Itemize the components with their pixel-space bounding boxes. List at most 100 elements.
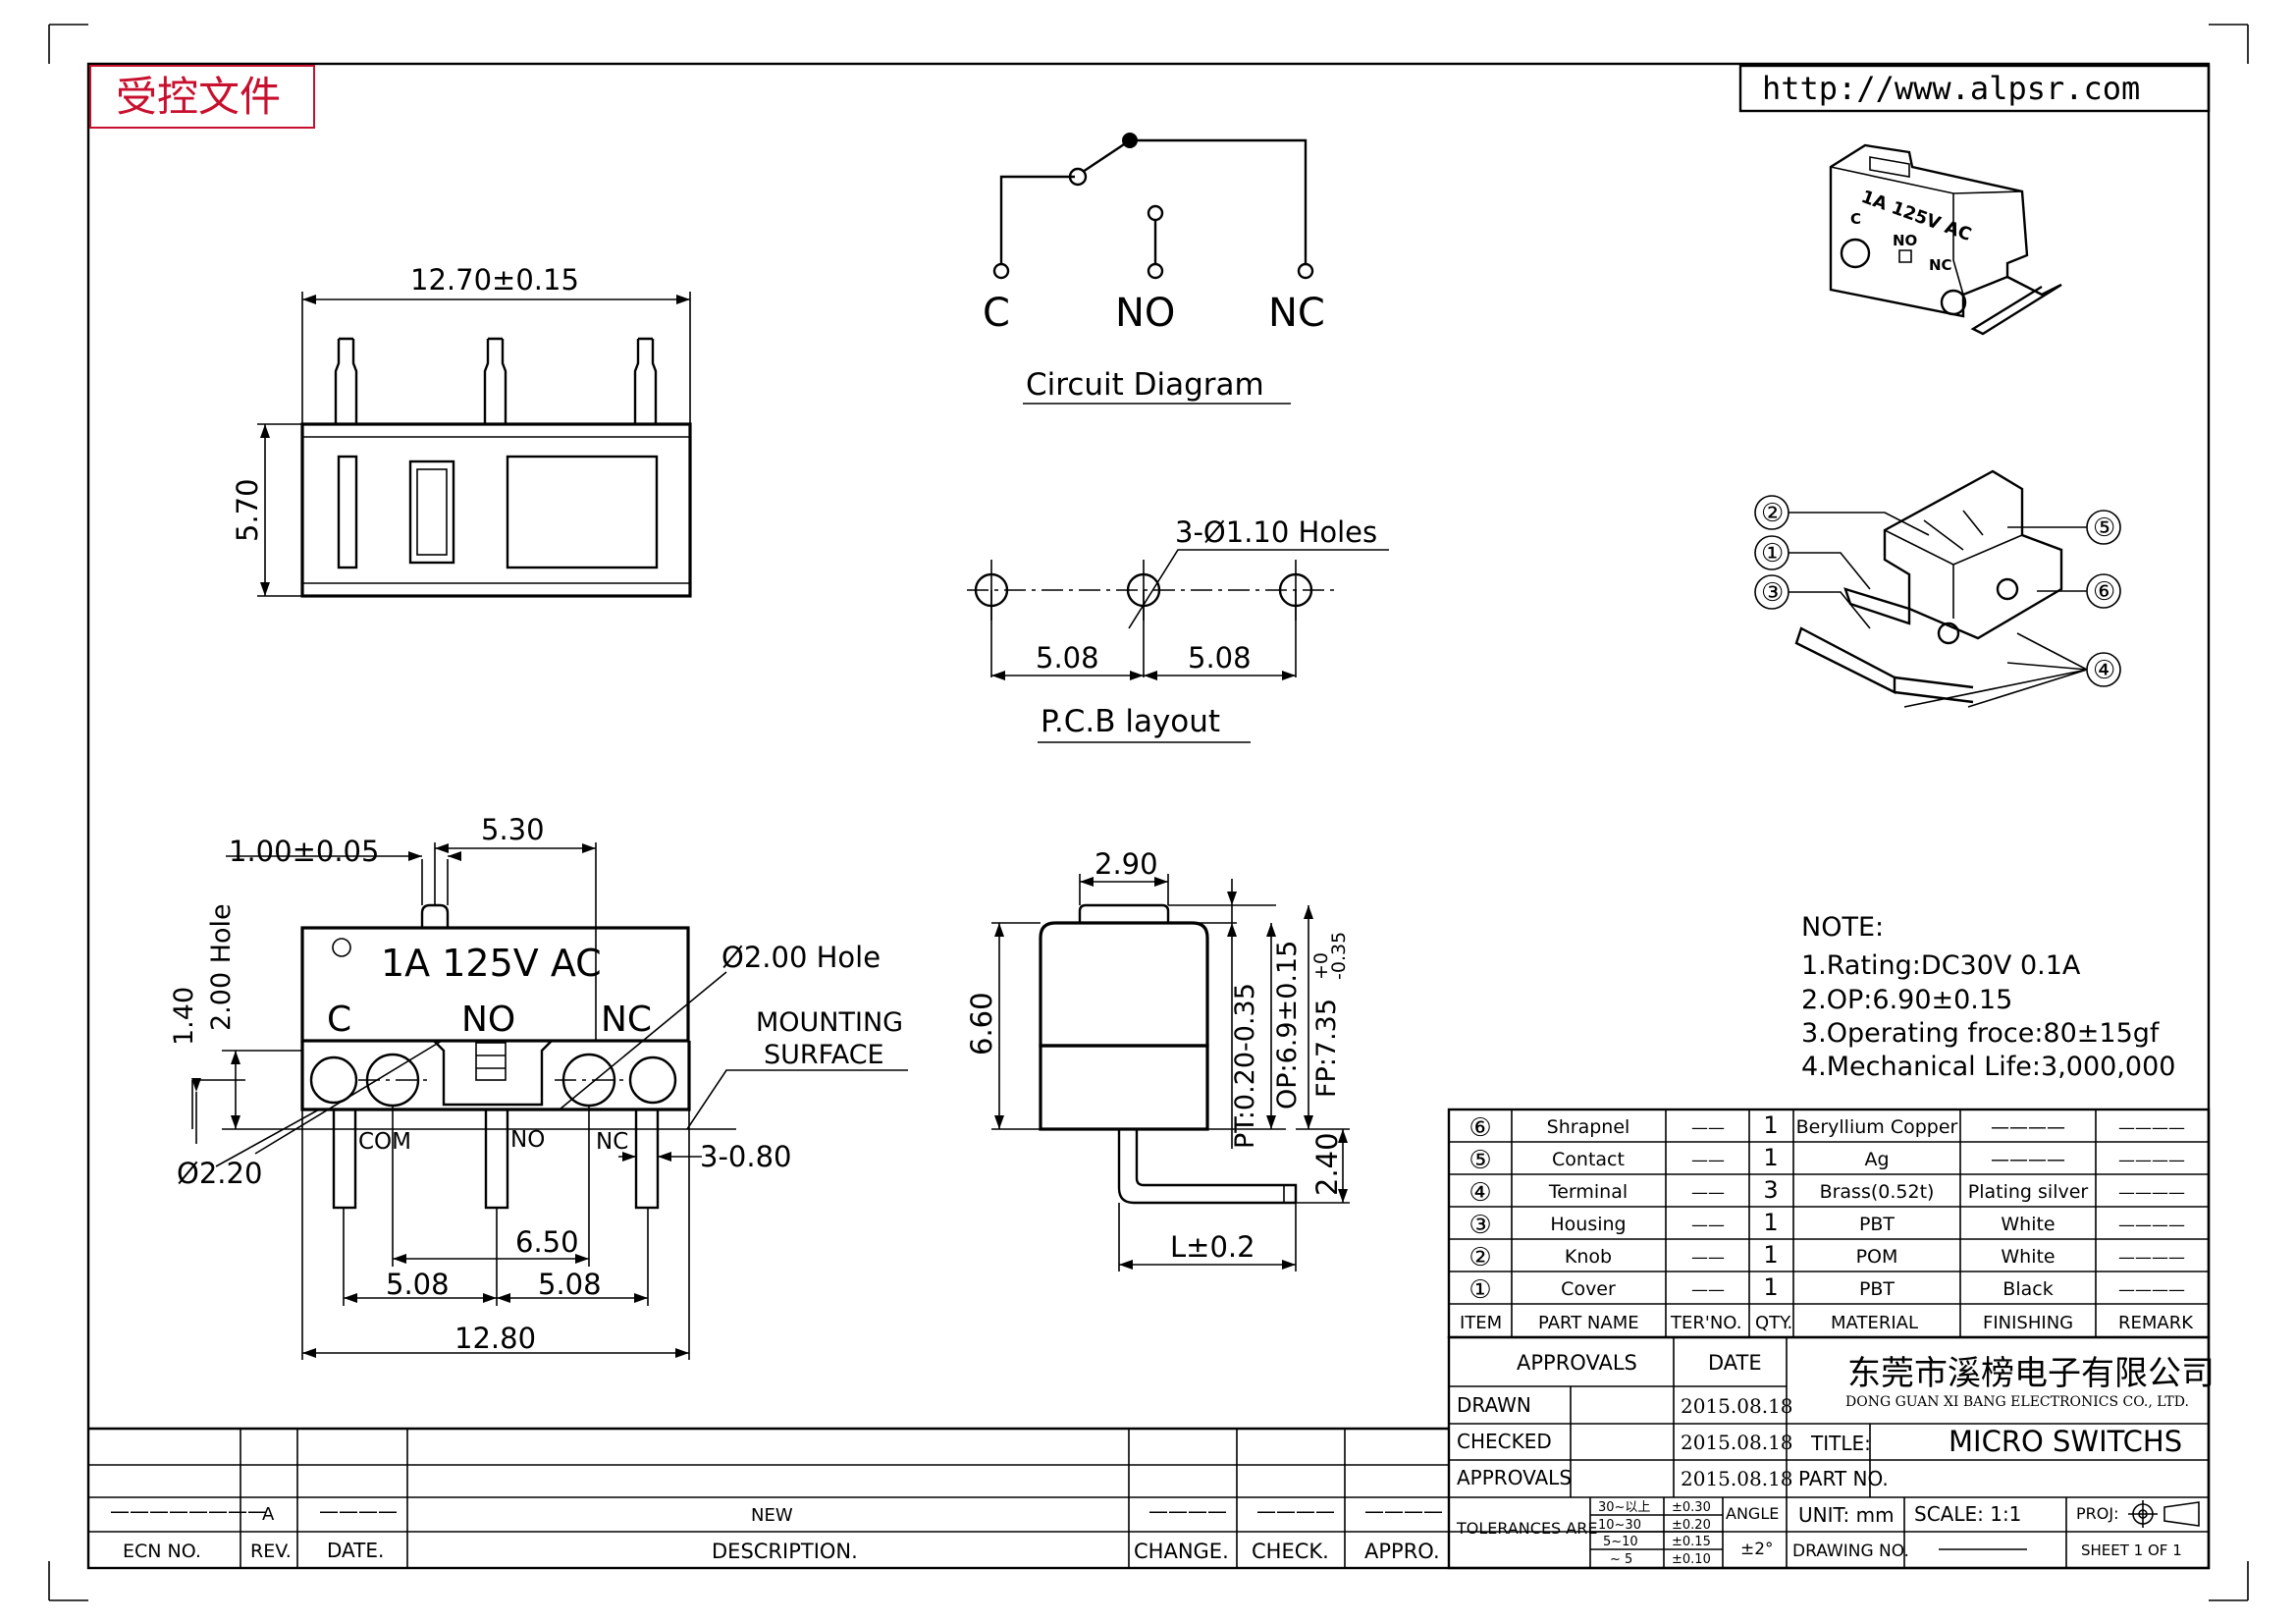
side-dim-fp-minus: -0.35: [1328, 932, 1350, 980]
dim-pin-width: 1.00±0.05: [229, 835, 379, 868]
rev-hdr-ecn: ECN NO.: [123, 1541, 201, 1562]
callout-1: ①: [1761, 539, 1784, 568]
bom-table: [1447, 1108, 2211, 1339]
rev-hdr-date: DATE.: [327, 1539, 384, 1562]
front-view-drawing: [191, 842, 908, 1360]
dim-pin-thk: 3-0.80: [700, 1140, 792, 1173]
rev-ecn: ————————: [110, 1499, 267, 1523]
callout-2: ②: [1761, 499, 1784, 528]
bom-cell-remark: ————: [2118, 1248, 2185, 1268]
title-value: MICRO SWITCHS: [1949, 1425, 2182, 1458]
bom-cell-part: Terminal: [1548, 1181, 1628, 1203]
side-dim-pt: PT:0.20-0.35: [1230, 983, 1260, 1149]
side-dim-290: 2.90: [1095, 847, 1158, 881]
bom-cell-material: POM: [1856, 1246, 1898, 1268]
bom-cell-part: Cover: [1561, 1278, 1616, 1300]
front-label-no: NO: [461, 1000, 515, 1040]
side-dim-length: L±0.2: [1170, 1230, 1255, 1264]
pcb-spacing-left: 5.08: [1036, 641, 1099, 675]
exploded-view: [1754, 469, 2121, 708]
bom-header-part: PART NAME: [1538, 1313, 1639, 1333]
rev-date: ————: [319, 1499, 398, 1523]
date-header: DATE: [1708, 1351, 1762, 1375]
tol-val-4: ±0.10: [1672, 1552, 1711, 1567]
bom-cell-material: Ag: [1864, 1149, 1889, 1170]
stamp-text: 受控文件: [116, 73, 281, 121]
bom-cell-finishing: White: [2001, 1214, 2055, 1235]
front-label-nc: NC: [601, 1000, 652, 1040]
dim-offset: 5.30: [481, 813, 545, 846]
tol-range-3: 5~10: [1603, 1535, 1638, 1549]
approvals-label: APPROVALS: [1457, 1466, 1572, 1489]
bom-cell-material: Brass(0.52t): [1820, 1181, 1935, 1203]
notes-title: NOTE:: [1801, 912, 1884, 943]
top-height-dim: 5.70: [231, 478, 264, 542]
bom-cell-remark: ————: [2118, 1118, 2185, 1138]
pcb-spacing-right: 5.08: [1188, 641, 1252, 675]
pcb-title: P.C.B layout: [1041, 704, 1220, 739]
side-dim-op: OP:6.9±0.15: [1272, 941, 1303, 1109]
bom-cell-item: ②: [1468, 1243, 1491, 1272]
iso-marking-no: NO: [1893, 232, 1917, 249]
iso-3d-view: 1A 125V AC C NO NC: [1829, 143, 2062, 336]
circuit-diagram: [992, 133, 1314, 405]
note-4: 4.Mechanical Life:3,000,000: [1801, 1052, 2175, 1082]
revision-block: [88, 1427, 1449, 1568]
approvals-date: 2015.08.18: [1681, 1467, 1793, 1490]
bom-cell-ter: ——: [1691, 1248, 1725, 1268]
pcb-holes-label: 3-Ø1.10 Holes: [1175, 515, 1377, 549]
rev-hdr-appro: APPRO.: [1364, 1540, 1440, 1563]
bom-cell-material: Beryllium Copper: [1796, 1116, 1958, 1138]
bom-header-material: MATERIAL: [1831, 1313, 1918, 1333]
bom-header-qty: QTY.: [1755, 1313, 1792, 1333]
iso-marking-c: C: [1850, 210, 1861, 228]
bom-cell-finishing: Black: [2002, 1278, 2053, 1300]
bom-cell-qty: 3: [1763, 1176, 1778, 1204]
sheet-label: SHEET 1 OF 1: [2081, 1542, 2182, 1559]
side-view-drawing: [991, 874, 1350, 1271]
tol-val-3: ±0.15: [1672, 1535, 1711, 1549]
angle-label: ANGLE: [1726, 1504, 1779, 1523]
bom-cell-part: Housing: [1550, 1214, 1626, 1235]
mounting-line1: MOUNTING: [756, 1007, 903, 1038]
rev-hdr-change: CHANGE.: [1134, 1540, 1229, 1563]
bom-cell-qty: 1: [1763, 1144, 1778, 1171]
company-url: http://www.alpsr.com: [1762, 70, 2140, 107]
drawn-label: DRAWN: [1457, 1393, 1531, 1417]
bom-cell-ter: ——: [1691, 1118, 1725, 1138]
dim-508b: 5.08: [538, 1268, 602, 1301]
bom-header-item: ITEM: [1460, 1313, 1502, 1333]
dim-hole-height: 2.00 Hole: [206, 903, 237, 1031]
bom-cell-item: ③: [1468, 1211, 1491, 1240]
rev-hdr-check: CHECK.: [1252, 1540, 1329, 1563]
bom-cell-material: PBT: [1859, 1214, 1895, 1235]
bom-cell-qty: 1: [1763, 1273, 1778, 1301]
bom-header-ter: TER'NO.: [1670, 1313, 1741, 1333]
rev-appro: ————: [1364, 1499, 1443, 1523]
title-label: TITLE:: [1810, 1432, 1871, 1455]
tol-val-1: ±0.30: [1672, 1500, 1711, 1515]
note-1: 1.Rating:DC30V 0.1A: [1801, 950, 2081, 981]
callout-4: ④: [2093, 656, 2115, 685]
side-dim-240: 2.40: [1310, 1132, 1344, 1196]
note-3: 3.Operating froce:80±15gf: [1801, 1018, 2161, 1049]
bom-cell-item: ⑥: [1468, 1113, 1491, 1143]
circuit-pin-nc: NC: [1268, 291, 1325, 336]
dim-big-hole: Ø2.00 Hole: [721, 941, 881, 974]
scale-label: SCALE: 1:1: [1914, 1502, 2021, 1526]
front-label-nc-bottom: NC: [596, 1129, 628, 1155]
dim-h140: 1.40: [169, 987, 199, 1046]
part-no-label: PART NO.: [1798, 1467, 1889, 1490]
bom-cell-finishing: White: [2001, 1246, 2055, 1268]
dim-total: 12.80: [454, 1322, 536, 1355]
bom-cell-qty: 1: [1763, 1111, 1778, 1139]
tol-range-2: 10~30: [1598, 1518, 1641, 1533]
circuit-pin-no: NO: [1115, 291, 1175, 336]
note-2: 2.OP:6.90±0.15: [1801, 985, 2012, 1015]
company-name-en: DONG GUAN XI BANG ELECTRONICS CO., LTD.: [1845, 1394, 2189, 1410]
